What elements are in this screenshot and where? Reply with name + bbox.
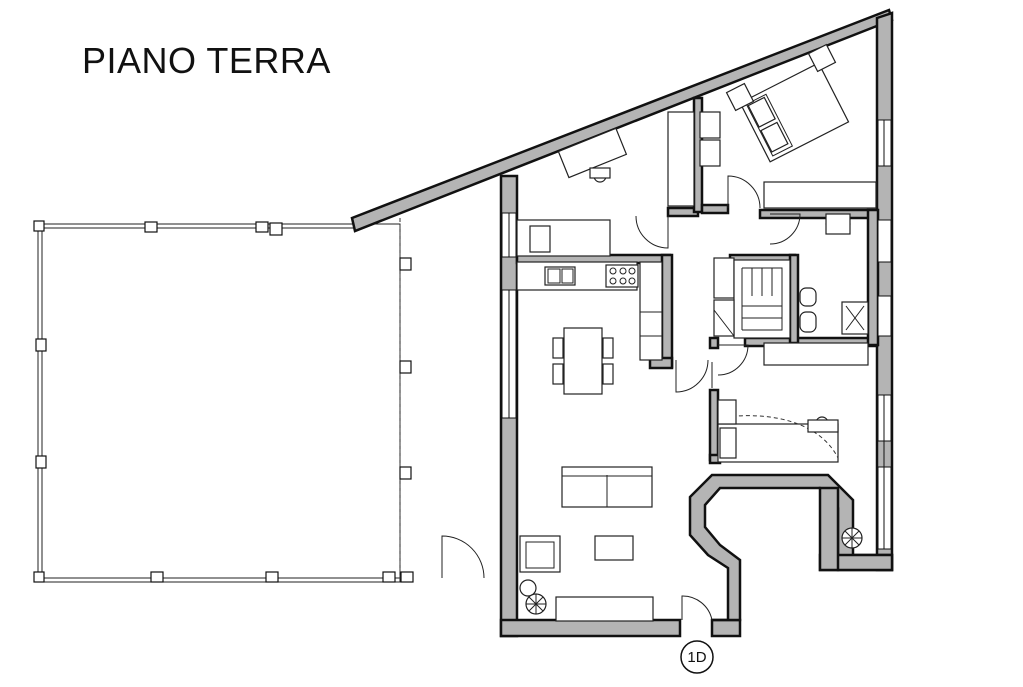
study-door: [635, 215, 669, 249]
furniture: [516, 43, 877, 622]
post: [399, 257, 412, 271]
toilet: [799, 311, 817, 333]
post: [33, 220, 45, 232]
post: [399, 466, 412, 480]
windows: [501, 119, 892, 550]
post: [35, 338, 47, 352]
terrace: [33, 218, 485, 583]
post: [269, 222, 283, 236]
doors: [635, 175, 801, 621]
floor-plan-title: PIANO TERRA: [82, 40, 331, 81]
post: [255, 221, 269, 233]
terrace-outline: [37, 223, 401, 583]
entrance-tag: 1D: [680, 640, 714, 674]
stair-door: [717, 344, 749, 376]
nightstand: [699, 111, 721, 139]
cooktop: [605, 264, 639, 288]
double-bed: [739, 62, 850, 163]
bedroom-door: [727, 175, 761, 209]
plant-icon: [519, 579, 547, 615]
post: [265, 571, 279, 583]
corridor-wardrobe: [763, 342, 869, 366]
entrance-tag-label: 1D: [687, 649, 706, 666]
wardrobe: [667, 111, 695, 207]
entrance-alcove-wall: [688, 473, 894, 622]
entrance-door: [681, 595, 713, 621]
coffee-table: [594, 535, 634, 561]
staircase: [713, 257, 791, 339]
bidet: [799, 287, 817, 307]
corridor-door: [675, 359, 709, 393]
kitchen-counter-side: [639, 261, 663, 361]
post: [150, 571, 164, 583]
bedroom-wardrobe: [763, 181, 877, 209]
post: [33, 571, 45, 583]
post: [35, 455, 47, 469]
bottom-wall-right: [710, 618, 742, 638]
bottom-wall-left: [499, 618, 682, 638]
nightstand: [699, 139, 721, 167]
post: [382, 571, 396, 583]
post: [400, 571, 414, 583]
bathroom-door: [769, 213, 801, 245]
tv-unit: [555, 596, 654, 622]
terrace-door: [441, 535, 485, 579]
plant-icon: [841, 527, 863, 549]
post: [144, 221, 158, 233]
study-desk: [557, 127, 628, 179]
dining-table: [563, 327, 603, 395]
post: [399, 360, 412, 374]
alcove-right-wall: [818, 486, 840, 572]
